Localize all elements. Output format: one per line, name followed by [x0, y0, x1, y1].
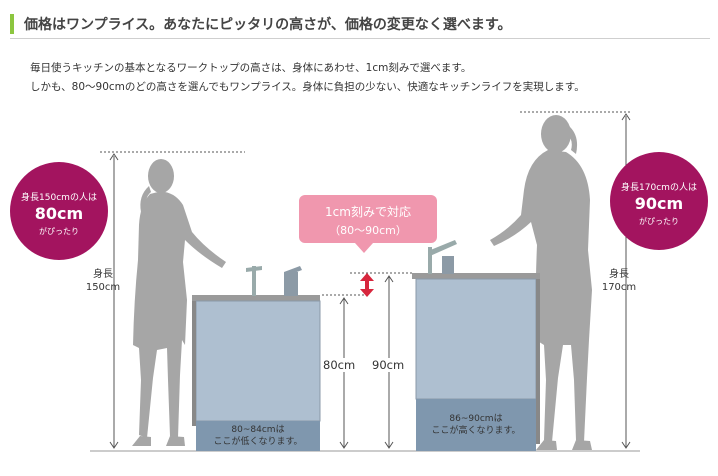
section-header: 価格はワンプライス。あなたにピッタリの高さが、価格の変更なく選べます。 — [10, 12, 710, 39]
left-counter-note: 80~84cmは ここが低くなります。 — [204, 424, 312, 448]
right-note-line2: ここが高くなります。 — [431, 426, 521, 436]
left-badge-line3: がぴったり — [39, 227, 79, 236]
adjust-arrow-icon — [360, 273, 374, 297]
callout-tail — [355, 243, 373, 253]
left-badge-height: 80cm — [34, 204, 84, 223]
header-accent-bar — [10, 14, 14, 34]
right-person-label1: 身長 — [609, 269, 629, 280]
adjustment-callout: 1cm刻みで対応 （80〜90cm） — [299, 195, 437, 253]
left-note-line1: 80~84cmは — [231, 425, 285, 435]
callout-line2: （80〜90cm） — [329, 224, 407, 237]
right-badge-height: 90cm — [634, 194, 684, 213]
right-person-silhouette — [490, 115, 592, 450]
left-person-height-label: 身長 150cm — [80, 268, 126, 294]
description-line-1: 毎日使うキッチンの基本となるワークトップの高さは、身体にあわせ、1cm刻みで選べ… — [30, 62, 472, 74]
low-counter-height: 80cm — [323, 358, 356, 372]
left-person-label1: 身長 — [93, 269, 113, 280]
right-badge-line3: がぴったり — [639, 217, 679, 226]
right-height-badge: 身長170cmの人は 90cm がぴったり — [610, 152, 708, 250]
left-person-silhouette — [132, 159, 226, 446]
left-badge-line1: 身長150cmの人は — [21, 193, 97, 203]
right-person-height-label: 身長 170cm — [596, 268, 642, 294]
right-kitchen-counter — [412, 240, 540, 451]
high-counter-height: 90cm — [372, 358, 405, 372]
right-note-line1: 86~90cmは — [449, 414, 503, 424]
left-height-badge: 身長150cmの人は 80cm がぴったり — [10, 162, 108, 260]
left-note-line2: ここが低くなります。 — [213, 437, 303, 447]
page-title: 価格はワンプライス。あなたにピッタリの高さが、価格の変更なく選べます。 — [24, 17, 512, 33]
left-person-label2: 150cm — [85, 282, 121, 293]
description-line-2: しかも、80〜90cmのどの高さを選んでもワンプライス。身体に負担の少ない、快適… — [30, 81, 585, 93]
callout-line1: 1cm刻みで対応 — [325, 205, 411, 219]
left-kitchen-counter — [192, 266, 321, 451]
right-counter-note: 86~90cmは ここが高くなります。 — [422, 413, 530, 437]
right-badge-line1: 身長170cmの人は — [621, 183, 697, 193]
height-guides — [100, 111, 632, 449]
right-person-label2: 170cm — [601, 282, 637, 293]
